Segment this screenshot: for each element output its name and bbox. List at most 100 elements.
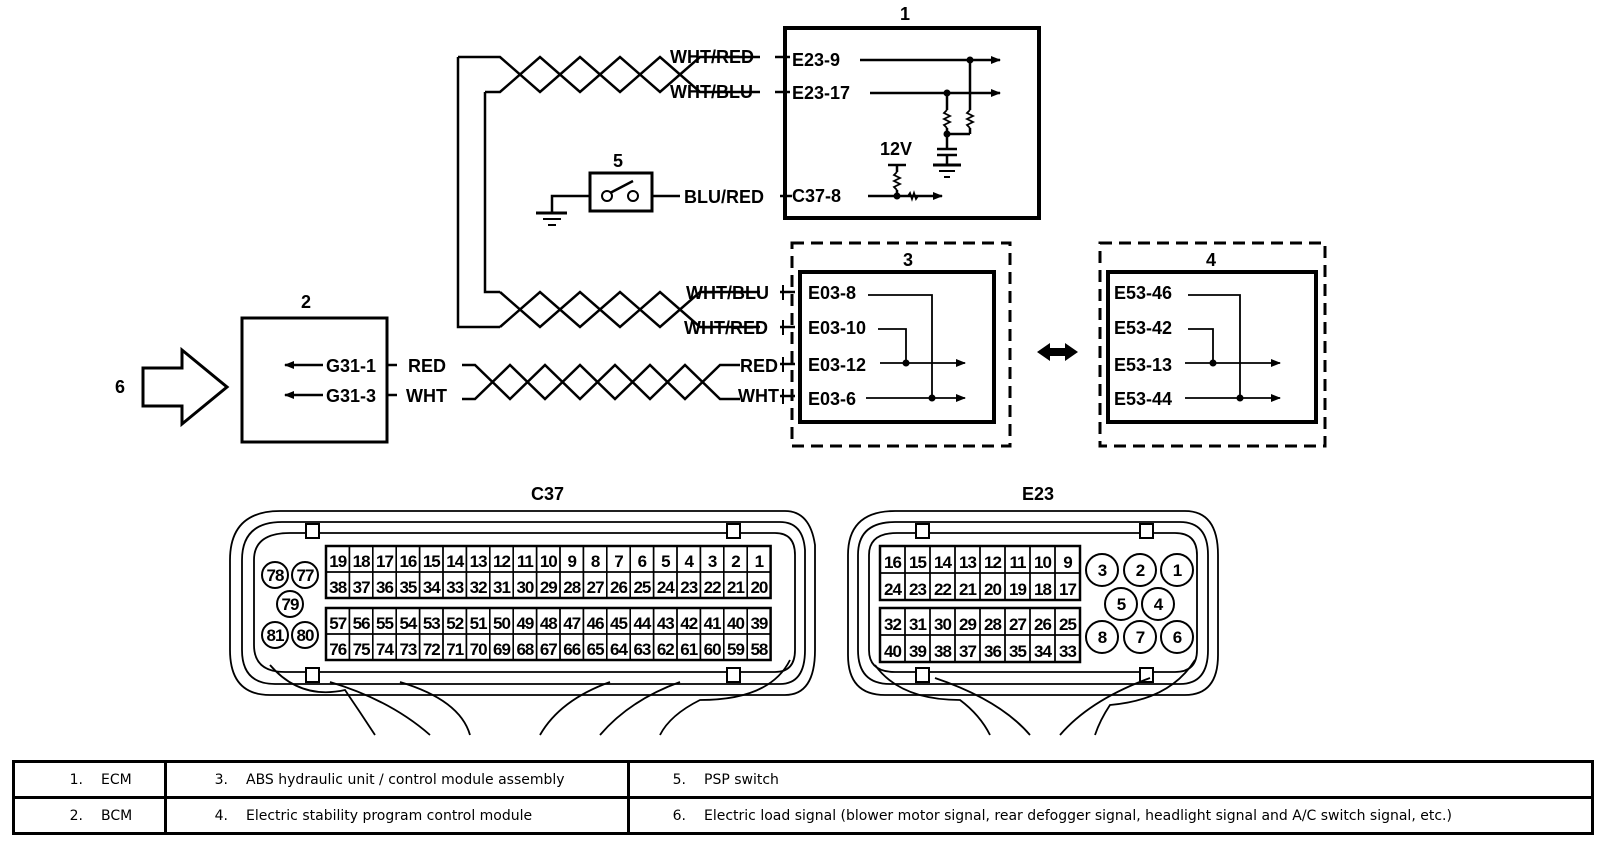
pin-number: 76 xyxy=(329,640,346,659)
wire-color-abs-second: WHT/RED xyxy=(684,318,768,338)
round-pin-number: 77 xyxy=(297,566,314,585)
pin-number: 61 xyxy=(680,640,697,659)
pin-number: 38 xyxy=(934,642,951,661)
pin-number: 49 xyxy=(516,614,533,633)
pin-number: 67 xyxy=(540,640,557,659)
bcm-number: 2 xyxy=(301,292,311,312)
pin-number: 58 xyxy=(750,640,767,659)
pin-number: 14 xyxy=(446,552,464,571)
esp-pin-e53-44: E53-44 xyxy=(1114,389,1172,409)
resistor-icon xyxy=(941,109,953,129)
pin-number: 30 xyxy=(516,578,533,597)
round-pin xyxy=(1141,587,1175,621)
pin-number: 12 xyxy=(493,552,510,571)
pin-number: 74 xyxy=(376,640,394,659)
pin-number: 29 xyxy=(540,578,557,597)
pin-number: 27 xyxy=(587,578,604,597)
pin-number: 71 xyxy=(446,640,463,659)
wire-color-bcm-red: RED xyxy=(408,356,446,376)
pin-number: 23 xyxy=(909,580,926,599)
legend-row: 2.BCM 4.Electric stability program contr… xyxy=(12,796,1594,835)
pin-number: 8 xyxy=(591,552,600,571)
pin-number: 34 xyxy=(423,578,441,597)
pin-number: 25 xyxy=(633,578,650,597)
pin-cell xyxy=(746,571,772,599)
round-pin-number: 1 xyxy=(1173,561,1182,580)
pin-number: 11 xyxy=(517,552,534,571)
pin-number: 2 xyxy=(731,552,740,571)
abs-pin-e03-10: E03-10 xyxy=(808,318,866,338)
ecm-pin-c37-8: C37-8 xyxy=(792,186,841,206)
pin-number: 11 xyxy=(1010,553,1027,572)
round-pin-number: 4 xyxy=(1154,595,1164,614)
arrow-right-icon xyxy=(141,346,230,428)
abs-number: 3 xyxy=(903,250,913,270)
pin-number: 37 xyxy=(959,642,976,661)
pin-number: 50 xyxy=(493,614,510,633)
pin-number: 19 xyxy=(329,552,346,571)
round-pin-number: 78 xyxy=(267,566,284,585)
resistor-icon xyxy=(964,109,976,129)
ecm-module: 1 E23-9 E23-17 C37-8 12V xyxy=(783,4,1041,220)
round-pin xyxy=(1085,620,1119,654)
pin-number: 57 xyxy=(329,614,346,633)
pin-number: 33 xyxy=(446,578,463,597)
pin-number: 9 xyxy=(1063,553,1072,572)
round-pin-number: 5 xyxy=(1117,595,1126,614)
abs-module: 3 E03-8 E03-10 E03-12 E03-6 xyxy=(790,241,1012,448)
round-pin xyxy=(276,590,304,618)
bcm-pin-g31-3: G31-3 xyxy=(326,386,376,406)
round-pin xyxy=(1085,553,1119,587)
pin-number: 7 xyxy=(614,552,623,571)
pin-number: 24 xyxy=(884,580,902,599)
pin-number: 23 xyxy=(680,578,697,597)
esp-pin-e53-42: E53-42 xyxy=(1114,318,1172,338)
pin-number: 51 xyxy=(470,614,487,633)
pin-number: 36 xyxy=(984,642,1001,661)
wire-color-abs-top: WHT/BLU xyxy=(686,283,769,303)
round-pin-number: 2 xyxy=(1136,561,1145,580)
pin-number: 31 xyxy=(493,578,510,597)
pin-number: 12 xyxy=(984,553,1001,572)
bcm-pin-g31-1: G31-1 xyxy=(326,356,376,376)
pin-number: 75 xyxy=(353,640,370,659)
pin-number: 38 xyxy=(329,578,346,597)
round-pin-number: 8 xyxy=(1098,628,1107,647)
pin-number: 30 xyxy=(934,615,951,634)
pin-number: 65 xyxy=(587,640,604,659)
pin-number: 47 xyxy=(563,614,580,633)
round-pin-number: 6 xyxy=(1173,628,1182,647)
pin-number: 35 xyxy=(399,578,416,597)
pin-number: 21 xyxy=(959,580,976,599)
round-pin-number: 3 xyxy=(1098,561,1107,580)
pin-number: 18 xyxy=(353,552,370,571)
pin-number: 53 xyxy=(423,614,440,633)
legend-item-4: 4.Electric stability program control mod… xyxy=(164,796,630,835)
pin-number: 48 xyxy=(540,614,557,633)
pin-number: 14 xyxy=(934,553,952,572)
pin-number: 69 xyxy=(493,640,510,659)
esp-pin-e53-13: E53-13 xyxy=(1114,355,1172,375)
pin-number: 59 xyxy=(727,640,744,659)
pin-number: 10 xyxy=(1034,553,1051,572)
pin-number: 26 xyxy=(610,578,627,597)
wire-color-abs-wht: WHT xyxy=(738,386,779,406)
pin-number: 56 xyxy=(353,614,370,633)
pin-number: 20 xyxy=(750,578,767,597)
pin-number: 55 xyxy=(376,614,393,633)
pin-number: 39 xyxy=(750,614,767,633)
load-signal-arrow: 6 xyxy=(115,346,230,428)
pin-number: 35 xyxy=(1009,642,1026,661)
ecm-pin-e23-9: E23-9 xyxy=(792,50,840,70)
twisted-pair-abs-upper: WHT/BLU WHT/RED xyxy=(499,283,795,338)
psp-switch-number: 5 xyxy=(613,151,623,171)
wire-color-ecm-second: WHT/BLU xyxy=(670,82,753,102)
round-pin xyxy=(1160,620,1194,654)
pin-number: 37 xyxy=(353,578,370,597)
round-pin-number: 80 xyxy=(297,626,314,645)
legend-table: 1.ECM 3.ABS hydraulic unit / control mod… xyxy=(12,760,1594,835)
abs-pin-e03-8: E03-8 xyxy=(808,283,856,303)
load-signal-number: 6 xyxy=(115,377,125,397)
